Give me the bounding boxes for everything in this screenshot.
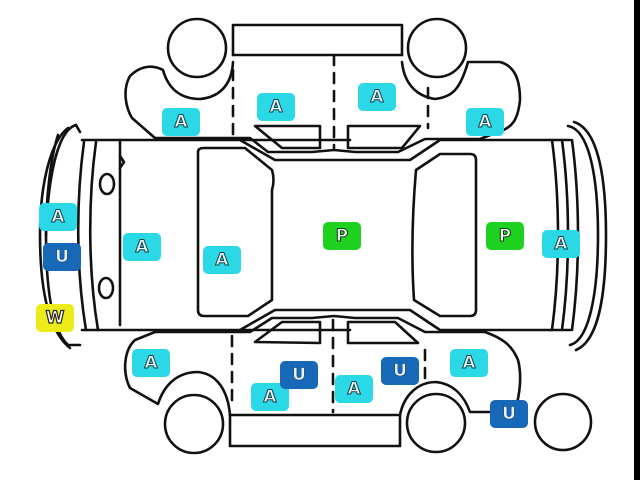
tail-light-left-icon [98,172,116,196]
damage-marker-dent[interactable]: U [381,357,419,385]
right-edge-border [634,0,640,480]
damage-marker-scratch[interactable]: A [39,203,77,231]
damage-marker-scratch[interactable]: A [257,93,295,121]
wheel-bottom-right-icon [405,392,467,454]
marker-label: U [292,364,306,385]
damage-marker-scratch[interactable]: A [203,246,241,274]
damage-marker-scratch[interactable]: A [162,108,200,136]
damage-marker-scratch[interactable]: A [542,230,580,258]
marker-label: A [263,386,277,407]
marker-label: A [174,111,188,132]
marker-label: U [393,360,407,381]
marker-label: P [498,225,512,246]
marker-label: U [55,246,69,267]
marker-label: A [135,236,149,257]
marker-label: A [554,233,568,254]
tail-light-right-icon [97,276,115,300]
marker-label: A [347,378,361,399]
damage-marker-scratch[interactable]: A [358,83,396,111]
damage-marker-dent[interactable]: U [490,400,528,428]
marker-label: A [478,111,492,132]
damage-marker-dent[interactable]: U [280,361,318,389]
wheel-bottom-left-icon [163,393,225,455]
damage-marker-scratch[interactable]: A [335,375,373,403]
damage-marker-paint[interactable]: P [323,222,361,250]
wheel-top-left-icon [166,17,228,79]
damage-marker-scratch[interactable]: A [450,349,488,377]
damage-marker-dent[interactable]: U [43,243,81,271]
right-side-view [123,314,593,455]
left-side-view [124,17,522,154]
damage-marker-scratch[interactable]: A [132,349,170,377]
marker-label: A [462,352,476,373]
marker-label: A [215,249,229,270]
damage-marker-wavy[interactable]: W [36,304,74,332]
top-view [38,120,608,352]
marker-label: U [502,403,516,424]
marker-label: W [45,307,65,328]
wheel-top-right-icon [406,17,468,79]
marker-label: A [144,352,158,373]
damage-marker-paint[interactable]: P [486,222,524,250]
marker-label: A [370,86,384,107]
marker-label: A [269,96,283,117]
damage-marker-scratch[interactable]: A [466,108,504,136]
damage-marker-scratch[interactable]: A [123,233,161,261]
marker-label: A [51,206,65,227]
wheel-spare-icon [533,392,593,452]
marker-label: P [335,225,349,246]
